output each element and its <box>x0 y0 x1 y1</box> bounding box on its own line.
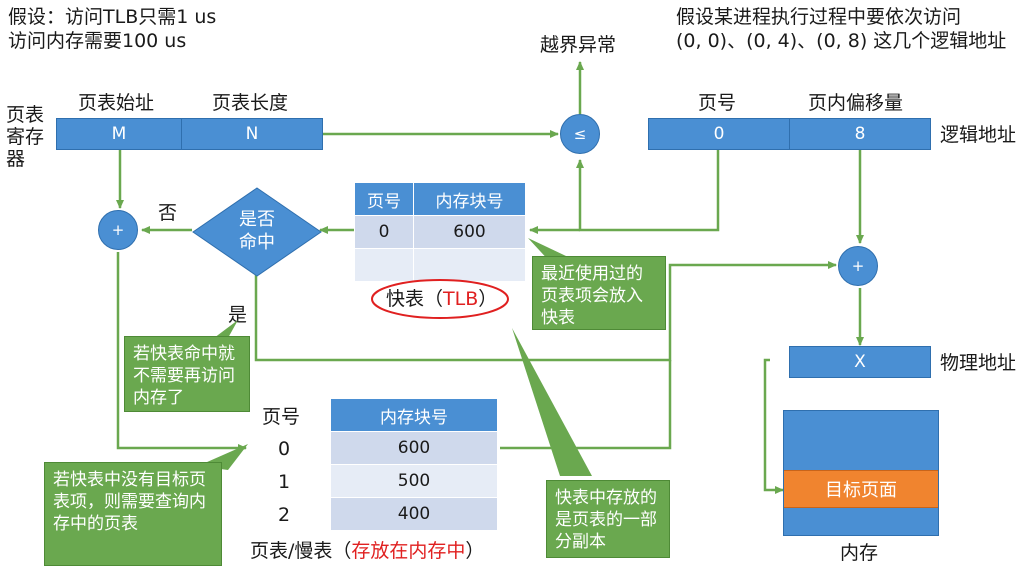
logical-offset-label: 页内偏移量 <box>808 92 904 114</box>
tlb-caption-highlight: TLB <box>443 288 479 310</box>
tlb-caption: 快表（TLB） <box>386 288 497 310</box>
page-table-caption: 页表/慢表（存放在内存中） <box>250 540 484 562</box>
page-table-page-2: 2 <box>278 504 291 526</box>
logical-address-label: 逻辑地址 <box>940 124 1017 146</box>
table-row <box>354 248 526 282</box>
callout-pointer-copy <box>512 328 592 476</box>
page-table-page-0: 0 <box>278 438 291 460</box>
callout-pointer-hit <box>214 320 238 338</box>
tlb-header-page: 页号 <box>354 182 414 216</box>
page-table-caption-suffix: ） <box>465 540 485 562</box>
tlb-cell <box>413 248 526 282</box>
callout-hit: 若快表命中就不需要再访问内存了 <box>124 336 250 412</box>
scenario-line-2: (0, 0)、(0, 4)、(0, 8) 这几个逻辑地址 <box>676 30 1007 52</box>
compare-node: ≤ <box>560 114 600 154</box>
logical-offset-cell: 8 <box>789 118 931 150</box>
hit-decision-text: 是否命中 <box>239 209 275 253</box>
page-table-caption-prefix: 页表/慢表（ <box>250 540 352 562</box>
tlb-cell: 600 <box>413 215 526 249</box>
plus-node-left: + <box>98 210 138 250</box>
page-table-block-cell: 400 <box>330 497 498 531</box>
callout-recent: 最近使用过的页表项会放入快表 <box>532 256 666 330</box>
page-table-base-value: M <box>111 124 127 144</box>
target-page: 目标页面 <box>784 470 938 508</box>
decision-no-label: 否 <box>158 202 178 224</box>
page-table-header-block: 内存块号 <box>330 398 498 432</box>
table-row: 600 <box>330 431 498 465</box>
table-row: 400 <box>330 497 498 531</box>
tlb-cell: 0 <box>354 215 414 249</box>
page-table-length-value: N <box>245 124 259 144</box>
out-of-bounds-label: 越界异常 <box>540 34 617 56</box>
page-table-caption-highlight: 存放在内存中 <box>351 540 466 562</box>
tlb-header-block: 内存块号 <box>413 182 526 216</box>
page-table-page-1: 1 <box>278 471 291 493</box>
page-table-block-cell: 600 <box>330 431 498 465</box>
hit-decision-diamond <box>192 187 322 277</box>
page-table-length-cell: N <box>181 118 323 150</box>
logical-page-value: 0 <box>713 124 725 144</box>
tlb-table: 页号 内存块号 0 600 <box>354 182 526 282</box>
decision-yes-label: 是 <box>228 304 248 326</box>
compare-symbol: ≤ <box>573 125 587 143</box>
plus-symbol-left: + <box>111 221 125 239</box>
logical-page-label: 页号 <box>698 92 737 114</box>
table-row: 0 600 <box>354 215 526 249</box>
page-table-length-label: 页表长度 <box>212 92 289 114</box>
page-table-base-cell: M <box>56 118 182 150</box>
tlb-caption-suffix: ） <box>478 288 498 310</box>
physical-address-label: 物理地址 <box>940 352 1017 374</box>
page-table-register-label: 页表寄存器 <box>6 104 45 170</box>
plus-symbol-right: + <box>851 257 865 275</box>
page-table-base-label: 页表始址 <box>78 92 155 114</box>
tlb-caption-prefix: 快表（ <box>386 288 444 310</box>
callout-miss: 若快表中没有目标页表项，则需要查询内存中的页表 <box>44 462 222 566</box>
page-table-header-page: 页号 <box>262 406 301 428</box>
assumption-line-2: 访问内存需要100 us <box>8 30 187 52</box>
plus-node-right: + <box>838 246 878 286</box>
logical-offset-value: 8 <box>854 124 866 144</box>
table-row: 500 <box>330 464 498 498</box>
tlb-cell <box>354 248 414 282</box>
assumption-line-1: 假设：访问TLB只需1 us <box>8 6 217 28</box>
memory-label: 内存 <box>840 542 879 564</box>
page-table-block-cell: 500 <box>330 464 498 498</box>
tlb-caption-ellipse <box>371 279 509 319</box>
target-page-label: 目标页面 <box>825 480 897 501</box>
physical-address-cell: X <box>789 346 931 378</box>
callout-copy: 快表中存放的是页表的一部分副本 <box>546 480 670 558</box>
logical-page-cell: 0 <box>648 118 790 150</box>
scenario-line-1: 假设某进程执行过程中要依次访问 <box>676 6 962 28</box>
physical-address-value: X <box>854 352 866 372</box>
page-table: 内存块号 600 500 400 <box>330 398 498 531</box>
